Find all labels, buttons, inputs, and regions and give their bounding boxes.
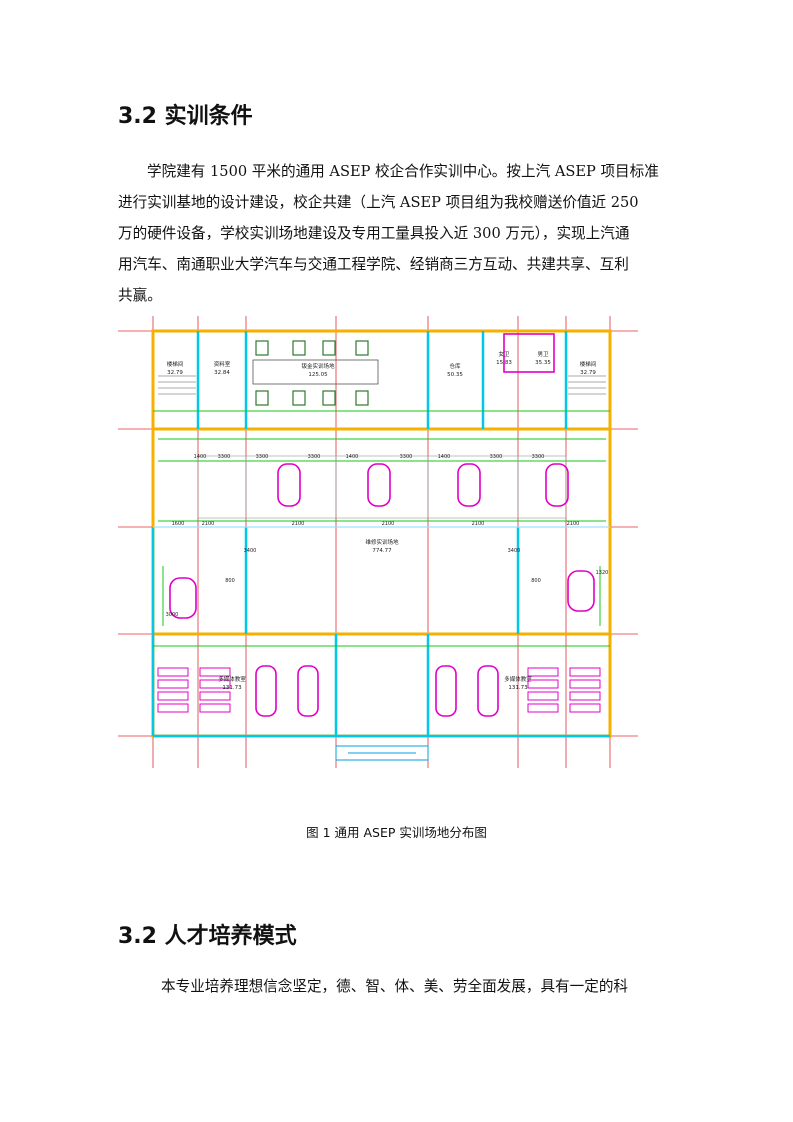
room-label: 资料室 [214, 360, 231, 368]
dimension-label: 3300 [218, 454, 231, 460]
room-label: 男卫 [537, 351, 549, 358]
dimension-label: 3400 [244, 548, 257, 554]
work-bays [197, 455, 567, 519]
inner-walls [151, 331, 610, 738]
room-label: 多媒体教室 [504, 675, 532, 683]
dimension-label: 3300 [400, 454, 413, 460]
room-area: 15.83 [496, 360, 512, 366]
paragraph-training-conditions: 学院建有 1500 平米的通用 ASEP 校企合作实训中心。按上汽 ASEP 项… [118, 156, 674, 311]
dimension-label: 3300 [532, 454, 545, 460]
dimension-label: 1600 [172, 521, 185, 527]
dimension-label: 1320 [596, 570, 609, 576]
dimension-label: 1400 [438, 454, 451, 460]
floor-plan-drawing: 楼梯间 32.79 资料室 32.84 钣金实训场地 125.05 仓库 50.… [118, 316, 638, 768]
floor-plan-figure: 楼梯间 32.79 资料室 32.84 钣金实训场地 125.05 仓库 50.… [118, 316, 638, 768]
dimension-label: 2100 [292, 521, 305, 527]
dimension-label: 2100 [567, 521, 580, 527]
room-label: 维修实训场地 [365, 538, 399, 546]
equipment-boxes [252, 340, 379, 406]
dimension-label: 2100 [202, 521, 215, 527]
paragraph-line: 用汽车、南通职业大学汽车与交通工程学院、经销商三方互动、共建共享、互利 [118, 256, 629, 273]
dimension-lines [153, 410, 610, 647]
dimension-label: 2100 [382, 521, 395, 527]
room-label: 女卫 [498, 350, 510, 358]
paragraph-line: 共赢。 [118, 287, 162, 304]
dimension-label: 1400 [194, 454, 207, 460]
room-area: 125.05 [308, 372, 328, 378]
dimension-label: 3000 [166, 612, 179, 618]
entrance [335, 745, 429, 761]
room-label: 多媒体教室 [218, 675, 246, 683]
room-label: 仓库 [449, 362, 461, 370]
paragraph-line: 万的硬件设备，学校实训场地建设及专用工量具投入近 300 万元），实现上汽通 [118, 225, 630, 242]
room-area: 131.73 [222, 685, 242, 691]
car-icons [169, 333, 595, 717]
outer-walls [151, 329, 612, 738]
dimension-label: 3300 [308, 454, 321, 460]
room-label: 楼梯间 [580, 360, 597, 368]
figure-caption: 图 1 通用 ASEP 实训场地分布图 [306, 825, 487, 840]
dimension-label: 800 [531, 578, 541, 584]
stair-hatching [158, 375, 606, 395]
room-area: 50.35 [447, 372, 463, 378]
room-area: 131.73 [508, 685, 528, 691]
room-area: 32.84 [214, 370, 230, 376]
dimension-label: 800 [225, 578, 235, 584]
section-heading-talent-model: 3.2 人才培养模式 [118, 924, 297, 949]
paragraph-line: 学院建有 1500 平米的通用 ASEP 校企合作实训中心。按上汽 ASEP 项… [147, 163, 659, 180]
dimension-label: 3300 [256, 454, 269, 460]
room-area: 32.79 [167, 370, 183, 376]
classroom-desks [157, 667, 601, 713]
paragraph-line: 本专业培养理想信念坚定，德、智、体、美、劳全面发展，具有一定的科 [161, 978, 629, 995]
room-label: 楼梯间 [167, 360, 184, 368]
room-area: 774.77 [372, 548, 392, 554]
room-area: 35.35 [535, 360, 551, 366]
dimension-label: 2100 [472, 521, 485, 527]
room-label: 钣金实训场地 [301, 362, 335, 370]
section-heading-training-conditions: 3.2 实训条件 [118, 104, 253, 129]
paragraph-line: 进行实训基地的设计建设，校企共建（上汽 ASEP 项目组为我校赠送价值近 250 [118, 194, 639, 211]
dimension-label: 3300 [490, 454, 503, 460]
dimension-label: 1400 [346, 454, 359, 460]
room-area: 32.79 [580, 370, 596, 376]
paragraph-talent-model: 本专业培养理想信念坚定，德、智、体、美、劳全面发展，具有一定的科 [118, 971, 674, 1002]
dimension-label: 3400 [508, 548, 521, 554]
